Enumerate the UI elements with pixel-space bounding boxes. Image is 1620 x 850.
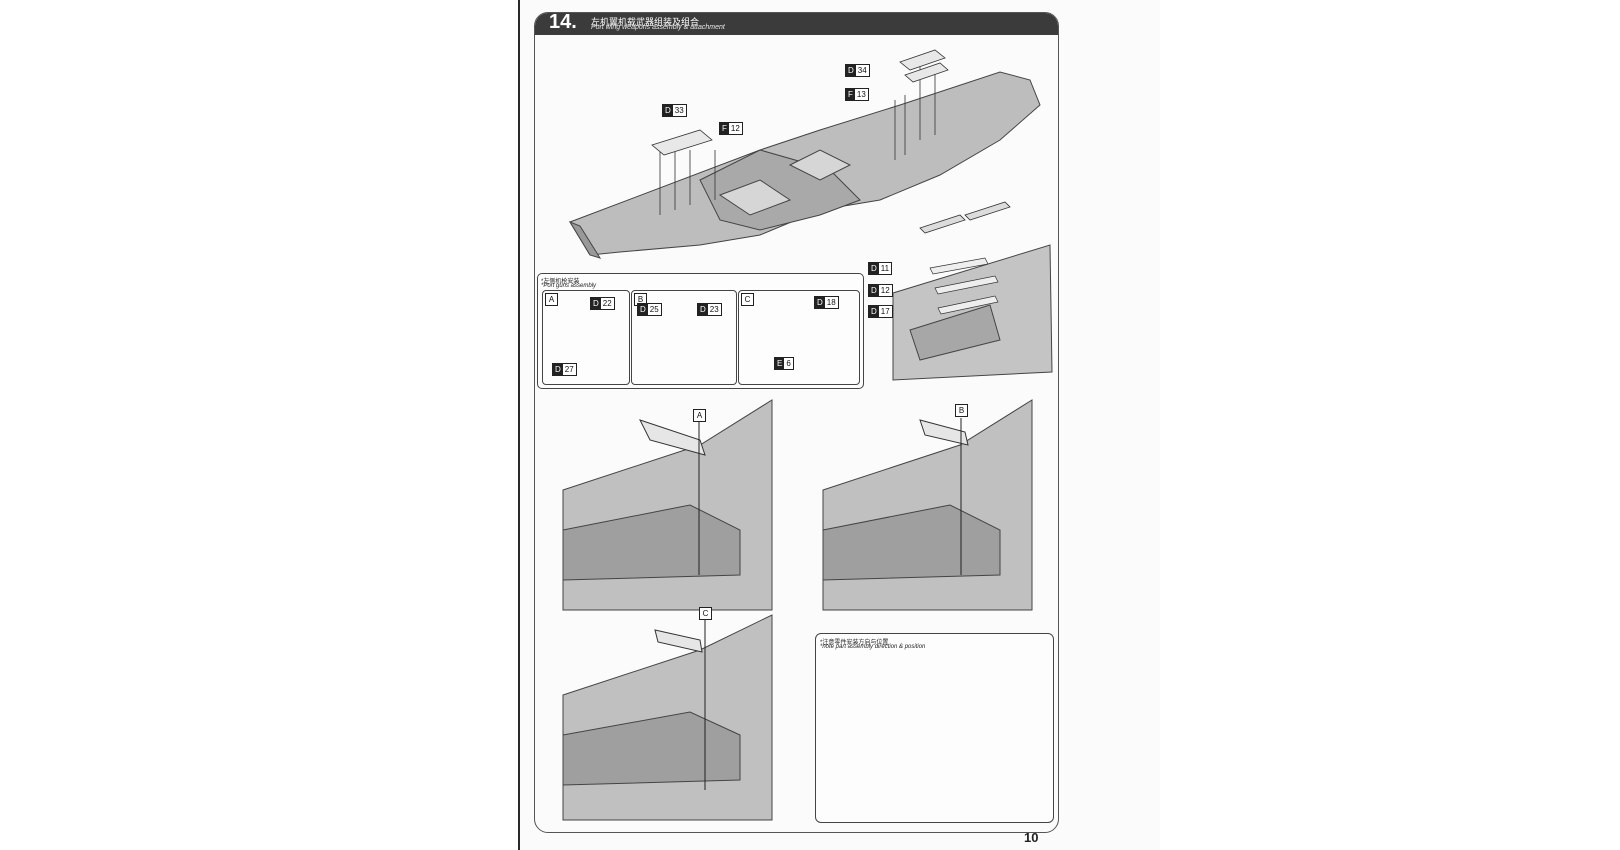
detail-view-b xyxy=(822,399,1033,611)
assembly-note-box: *注意零件安装方向与位置 *note part assembly directi… xyxy=(815,633,1054,823)
subassembly-c xyxy=(738,290,860,385)
step-number: 14. xyxy=(549,11,577,33)
view-c-callout: C xyxy=(699,607,712,620)
wing-drawing xyxy=(568,71,1041,259)
view-a-callout: A xyxy=(693,409,706,422)
note-title-cn: *注意零件安装方向与位置 xyxy=(820,640,889,646)
guns-panel-title-en: *Port guns assembly xyxy=(541,283,597,289)
view-b-callout: B xyxy=(955,404,968,417)
sub-a-label: A xyxy=(545,293,558,306)
detail-view-a xyxy=(562,399,773,611)
note-title-en: *note part assembly direction & position xyxy=(820,644,926,650)
step-frame: 14. 左机翼机载武器组装及组合 Port wing weapons assem… xyxy=(534,11,1059,833)
page-number: 10 xyxy=(1024,830,1039,845)
step-title-cn: 左机翼机载武器组装及组合 xyxy=(591,17,700,27)
step-header: 14. 左机翼机载武器组装及组合 Port wing weapons assem… xyxy=(535,11,1058,35)
detail-view-c xyxy=(562,614,773,821)
ammo-trays-top xyxy=(651,49,949,156)
ammo-bay-inset xyxy=(892,244,1053,381)
sub-b-label: B xyxy=(634,293,647,306)
ammo-belts xyxy=(919,201,1011,234)
step-title-en: Port wing weapons assembly & attachment xyxy=(591,24,725,31)
guns-panel-title-cn: *左侧机枪安装 xyxy=(541,279,580,285)
sub-c-label: C xyxy=(741,293,754,306)
